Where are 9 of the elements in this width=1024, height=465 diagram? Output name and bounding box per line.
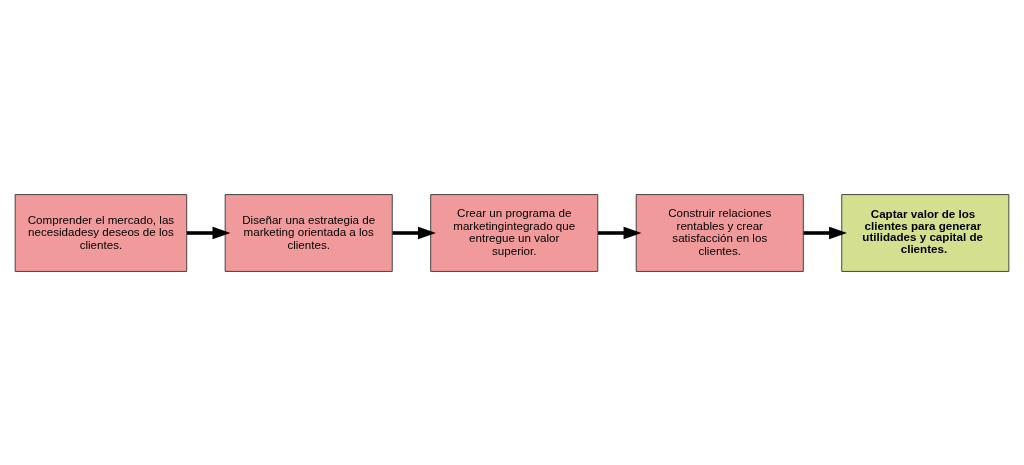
arrow [598,226,642,239]
node-box: Captar valor de los clientes para generar utilidades y capital de clientes. [841,193,1010,272]
arrow [803,226,847,239]
arrow [392,226,436,239]
node-box: Construir relaciones rentables y crear satisfacción en los clientes. [635,193,804,272]
arrow [186,226,231,239]
node-box: Diseñar una estrategia de marketing orientada a los clientes. [224,193,393,272]
node-box: Crear un programa de marketingintegrado que entregue un valor superior. [430,193,599,272]
node-box: Comprender el mercado, las necesidadesy deseos de los clientes. [14,193,188,272]
